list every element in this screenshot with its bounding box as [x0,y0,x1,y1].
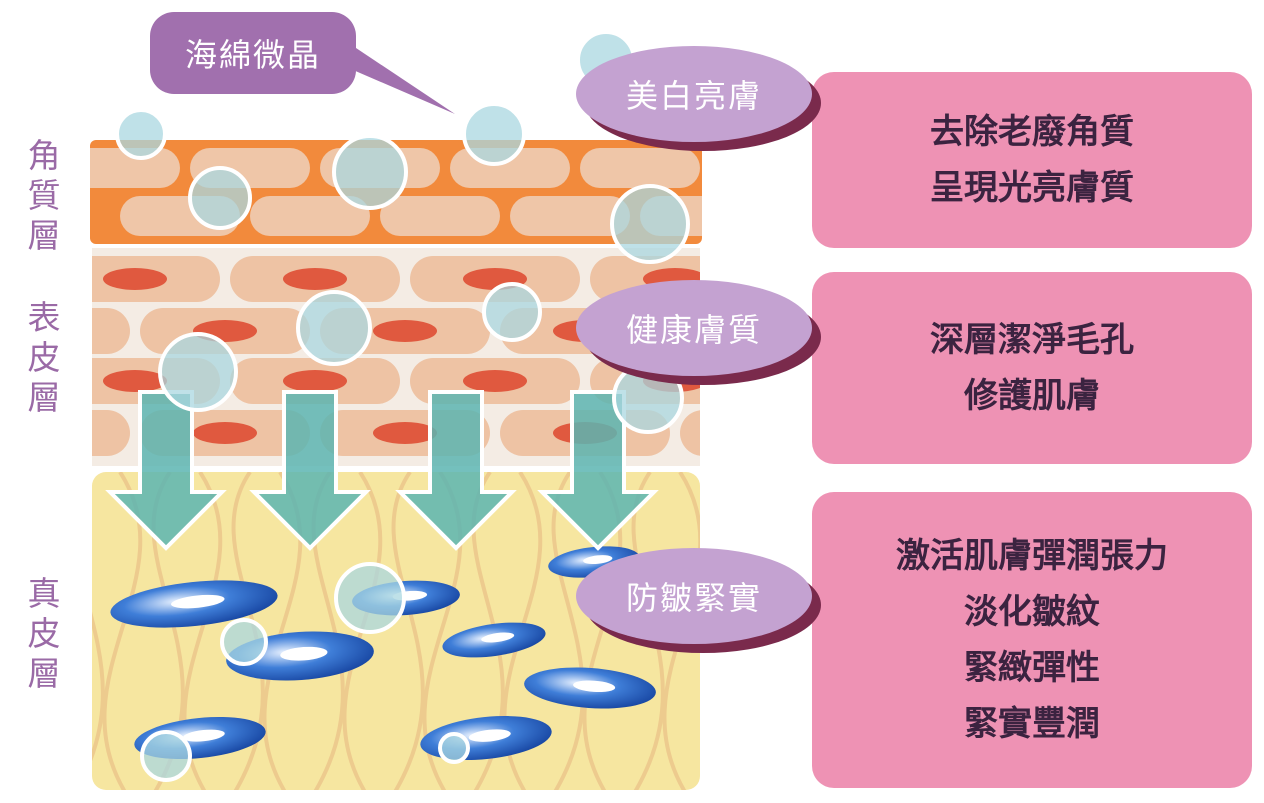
fibroblast-highlight [573,680,616,693]
benefit-panel-whitening: 去除老廢角質 呈現光亮膚質 [812,72,1252,248]
cell-nucleus [373,320,437,342]
benefit-line: 修護肌膚 [964,376,1100,416]
corneum-cell [380,196,500,236]
microcrystal-bubble [610,184,690,264]
benefit-panel-anti-wrinkle: 激活肌膚彈潤張力 淡化皺紋 緊緻彈性 緊實豐潤 [812,492,1252,788]
benefit-title-healthy-skin: 健康膚質 [576,280,812,376]
down-arrow [395,390,517,551]
callout-label: 海綿微晶 [150,12,356,94]
microcrystal-bubble [438,732,470,764]
microcrystal-bubble [296,290,372,366]
cell-nucleus [373,422,437,444]
fibroblast-highlight [280,646,328,661]
collagen-fiber [388,472,425,790]
collagen-fiber [548,472,585,790]
corneum-cell [250,196,370,236]
layer-char: 質 [27,176,61,215]
down-arrow [249,390,371,551]
cell-nucleus [283,268,347,290]
layer-char: 層 [27,378,61,417]
benefit-line: 激活肌膚彈潤張力 [896,536,1168,576]
epidermis-cell [680,410,700,456]
layer-label-stratum-corneum: 角 質 層 [14,136,74,256]
layer-char: 角 [27,136,61,175]
layer-label-dermis: 真 皮 層 [14,574,74,694]
microcrystal-bubble [140,730,192,782]
stratum-corneum-layer [90,140,702,244]
cell-nucleus [103,370,167,392]
corneum-cell [510,196,630,236]
benefit-line: 去除老廢角質 [930,112,1134,152]
layer-char: 皮 [27,614,61,653]
fibroblast-highlight [481,632,515,643]
benefit-panel-healthy-skin: 深層潔淨毛孔 修護肌膚 [812,272,1252,464]
microcrystal-bubble [115,108,167,160]
fibroblast-highlight [182,729,225,742]
penetration-arrows [105,390,659,551]
microcrystal-bubble [482,282,542,342]
microcrystal-bubble [332,134,408,210]
benefit-line: 呈現光亮膚質 [930,168,1134,208]
cell-nucleus [193,422,257,444]
cell-nucleus [13,422,77,444]
layer-char: 真 [27,574,61,613]
callout-pointer [330,48,455,114]
layer-char: 皮 [27,338,61,377]
epidermis-cell [92,410,130,456]
microcrystal-bubble [462,102,526,166]
cell-nucleus [733,422,797,444]
collagen-fiber [228,472,265,790]
microcrystal-bubble [158,332,238,412]
fibroblast-highlight [583,555,613,565]
fibroblast-highlight [171,594,225,609]
cell-nucleus [283,370,347,392]
microcrystal-bubble [188,166,252,230]
benefit-line: 深層潔淨毛孔 [930,320,1134,360]
layer-char: 表 [27,298,61,337]
cell-nucleus [103,268,167,290]
layer-label-epidermis: 表 皮 層 [14,298,74,418]
benefit-title-whitening: 美白亮膚 [576,46,812,142]
corneum-cell [580,148,700,188]
benefit-title-anti-wrinkle: 防皺緊實 [576,548,812,644]
layer-char: 層 [27,654,61,693]
benefit-line: 緊緻彈性 [964,648,1100,688]
corneum-cell [90,148,180,188]
fibroblast-highlight [468,729,511,742]
benefit-line: 緊實豐潤 [964,704,1100,744]
microcrystal-bubble [334,562,406,634]
benefit-line: 淡化皺紋 [964,592,1100,632]
collagen-fiber [92,472,105,790]
layer-char: 層 [27,216,61,255]
cell-nucleus [463,370,527,392]
microcrystal-bubble [220,618,268,666]
epidermis-cell [92,308,130,354]
